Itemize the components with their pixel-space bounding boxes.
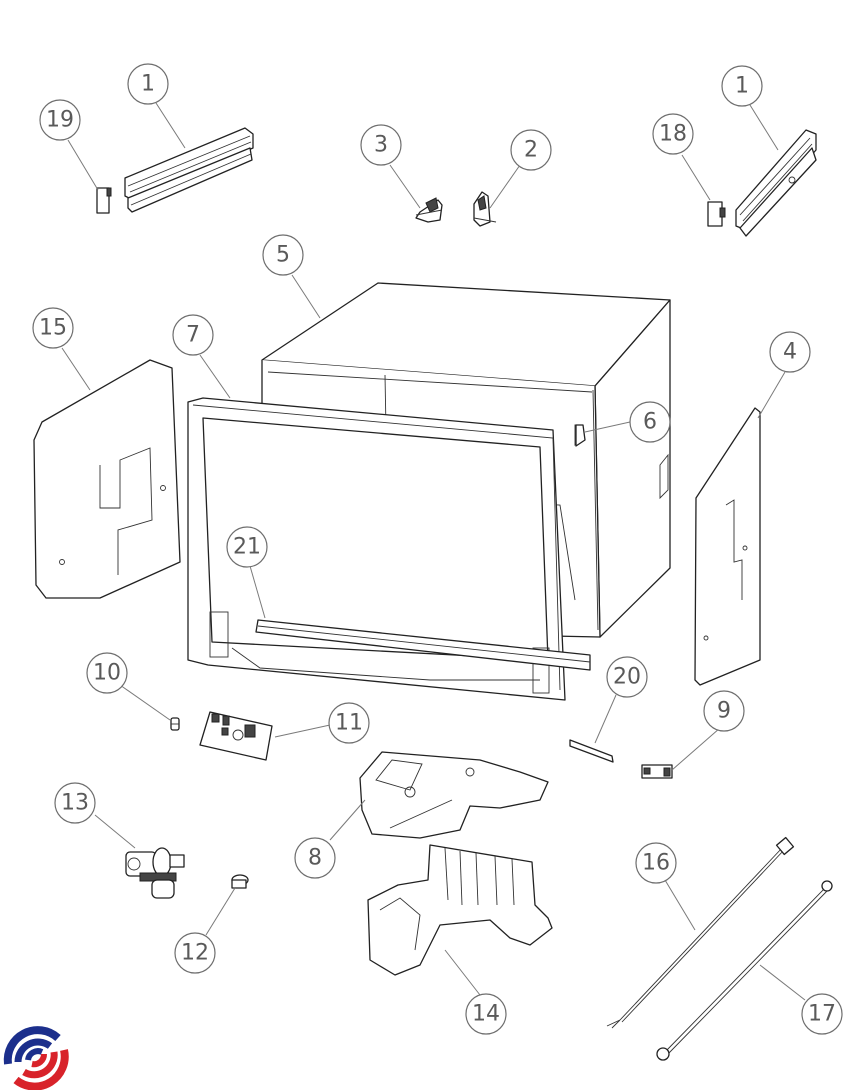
leader-2: [489, 164, 521, 209]
part-power-cord: [606, 836, 795, 1029]
callout-1-left[interactable]: 1: [127, 63, 169, 105]
svg-text:3: 3: [374, 133, 388, 158]
part-door-switch: [641, 764, 673, 779]
part-base-frame: [367, 844, 553, 976]
svg-text:17: 17: [808, 1002, 836, 1027]
svg-text:21: 21: [233, 535, 261, 560]
part-bottom-seal-strip: [569, 739, 614, 763]
svg-text:20: 20: [613, 665, 641, 690]
part-side-clip: [575, 424, 586, 447]
leader-3: [389, 164, 421, 209]
leader-16: [664, 879, 696, 931]
callout-8[interactable]: 8: [294, 837, 336, 879]
callout-20[interactable]: 20: [606, 656, 648, 698]
callout-11[interactable]: 11: [328, 702, 370, 744]
svg-text:1: 1: [141, 72, 155, 97]
callout-3[interactable]: 3: [360, 124, 402, 166]
leader-4: [757, 371, 786, 419]
callout-5[interactable]: 5: [262, 234, 304, 276]
callout-4[interactable]: 4: [769, 331, 811, 373]
svg-text:2: 2: [524, 138, 538, 163]
callout-13[interactable]: 13: [54, 782, 96, 824]
leader-17: [759, 964, 806, 1001]
callout-12[interactable]: 12: [174, 932, 216, 974]
svg-text:6: 6: [643, 410, 657, 435]
leader-19: [67, 139, 99, 191]
part-control-board: [199, 711, 273, 761]
svg-text:9: 9: [717, 699, 731, 724]
part-inlet-hose: [656, 880, 833, 1061]
svg-text:11: 11: [335, 711, 363, 736]
part-rail-end-cap-right: [707, 201, 726, 227]
part-side-panel-right: [694, 407, 761, 686]
svg-text:12: 12: [181, 941, 209, 966]
svg-text:4: 4: [783, 340, 797, 365]
callout-17[interactable]: 17: [801, 993, 843, 1035]
leader-1a: [155, 102, 186, 149]
part-hinge-bracket-left: [415, 197, 443, 223]
part-hose-clamp: [231, 874, 249, 889]
leader-1b: [749, 104, 779, 151]
part-side-panel-left: [33, 359, 181, 599]
leader-7: [199, 354, 231, 399]
svg-text:7: 7: [186, 323, 200, 348]
callout-16[interactable]: 16: [635, 842, 677, 884]
callout-21[interactable]: 21: [226, 526, 268, 568]
leader-20: [594, 694, 617, 744]
leader-11: [274, 724, 331, 738]
part-base-cover: [359, 751, 549, 839]
leader-8: [329, 799, 366, 841]
svg-text:10: 10: [93, 661, 121, 686]
brand-logo-icon: [3, 1026, 69, 1090]
leader-9: [671, 727, 721, 771]
svg-text:5: 5: [276, 243, 290, 268]
leader-13: [94, 814, 136, 849]
callout-15[interactable]: 15: [32, 307, 74, 349]
svg-text:19: 19: [46, 108, 74, 133]
leader-18: [681, 154, 711, 201]
part-rack-rail-right: [735, 129, 817, 237]
part-lower-gasket: [231, 619, 591, 681]
callout-18[interactable]: 18: [652, 113, 694, 155]
svg-text:16: 16: [642, 851, 670, 876]
callout-7[interactable]: 7: [172, 314, 214, 356]
svg-text:13: 13: [61, 791, 89, 816]
part-inlet-valve: [125, 847, 185, 899]
leader-14: [444, 949, 481, 996]
callout-2[interactable]: 2: [510, 129, 552, 171]
leader-6: [584, 421, 631, 433]
svg-text:15: 15: [39, 316, 67, 341]
svg-text:8: 8: [308, 846, 322, 871]
part-hinge-bracket-right: [473, 191, 497, 227]
leader-15: [61, 347, 91, 391]
leader-5: [291, 274, 321, 319]
leader-21: [249, 565, 266, 619]
leader-lines: [61, 102, 806, 1001]
callout-6[interactable]: 6: [629, 401, 671, 443]
leader-12: [205, 887, 236, 936]
callout-9[interactable]: 9: [703, 690, 745, 732]
part-fuse: [170, 717, 180, 731]
callout-10[interactable]: 10: [86, 652, 128, 694]
svg-text:14: 14: [472, 1002, 500, 1027]
leader-10: [119, 684, 171, 721]
callout-1-right[interactable]: 1: [721, 65, 763, 107]
svg-text:18: 18: [659, 122, 687, 147]
part-rail-end-cap-left: [96, 187, 112, 214]
part-rack-rail-left: [124, 127, 254, 213]
callout-19[interactable]: 19: [39, 99, 81, 141]
callout-14[interactable]: 14: [465, 993, 507, 1035]
svg-text:1: 1: [735, 74, 749, 99]
